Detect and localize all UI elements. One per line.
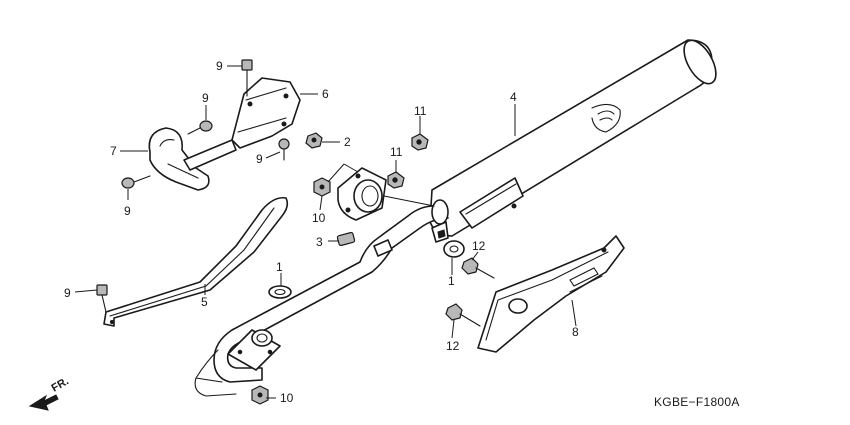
- callout-9-top: 9: [216, 59, 223, 73]
- front-label: FR.: [50, 375, 71, 394]
- callout-9-bolt-mid: 9: [256, 152, 263, 166]
- callout-1-gasket: 1: [448, 274, 455, 288]
- callout-7: 7: [110, 144, 117, 158]
- callout-5: 5: [201, 295, 208, 309]
- heat-shield-left: [148, 127, 210, 191]
- callout-2: 2: [344, 135, 351, 149]
- callout-11-lower: 11: [390, 145, 403, 159]
- exhaust-flange-lower: [227, 329, 281, 371]
- callout-12-upper: 12: [472, 239, 486, 253]
- gasket-3: [336, 231, 356, 247]
- callout-6: 6: [322, 87, 329, 101]
- bolt-9-guard: [96, 284, 108, 313]
- nut-10-lower: [251, 385, 269, 405]
- nut-11-upper: [411, 133, 429, 151]
- callout-10-upper: 10: [312, 211, 326, 225]
- gasket-1-upper: [443, 240, 465, 258]
- callout-9-bolt-upper: 9: [202, 91, 209, 105]
- callout-8: 8: [572, 325, 579, 339]
- leader-lines: [74, 65, 577, 399]
- exhaust-pipe: [194, 199, 449, 397]
- bolt-9-mid: [278, 138, 290, 161]
- callout-10-lower: 10: [280, 391, 294, 405]
- callout-12-lower: 12: [446, 339, 460, 353]
- gasket-1-lower: [268, 285, 292, 299]
- nut-2: [305, 132, 323, 149]
- nut-10-upper: [313, 177, 331, 197]
- heat-shield-upper: [231, 77, 301, 149]
- bolt-9-upper: [187, 120, 213, 135]
- callout-3: 3: [316, 235, 323, 249]
- exhaust-guard: [103, 196, 289, 327]
- diagram-code: KGBE−F1800A: [654, 395, 740, 409]
- callout-9-left: 9: [124, 204, 131, 218]
- callout-9-guard: 9: [64, 286, 71, 300]
- bolt-9-top: [241, 59, 253, 97]
- callout-labels: 9 9 6 2 7 9 9 11 11 4 10 3 1 12 1 9 5 8 …: [64, 59, 579, 405]
- muffler: [429, 39, 717, 237]
- bolt-12-upper: [461, 257, 495, 279]
- callout-4: 4: [510, 90, 517, 104]
- shield-bracket: [183, 139, 237, 171]
- callout-1-seal: 1: [276, 260, 283, 274]
- nut-11-lower: [387, 171, 405, 189]
- callout-11-upper: 11: [414, 104, 427, 118]
- muffler-stay: [477, 235, 625, 353]
- front-direction-arrow: FR.: [28, 375, 71, 411]
- bolt-12-lower: [445, 303, 481, 327]
- exhaust-connector-upper: [337, 167, 435, 221]
- bolt-9-left: [121, 175, 151, 189]
